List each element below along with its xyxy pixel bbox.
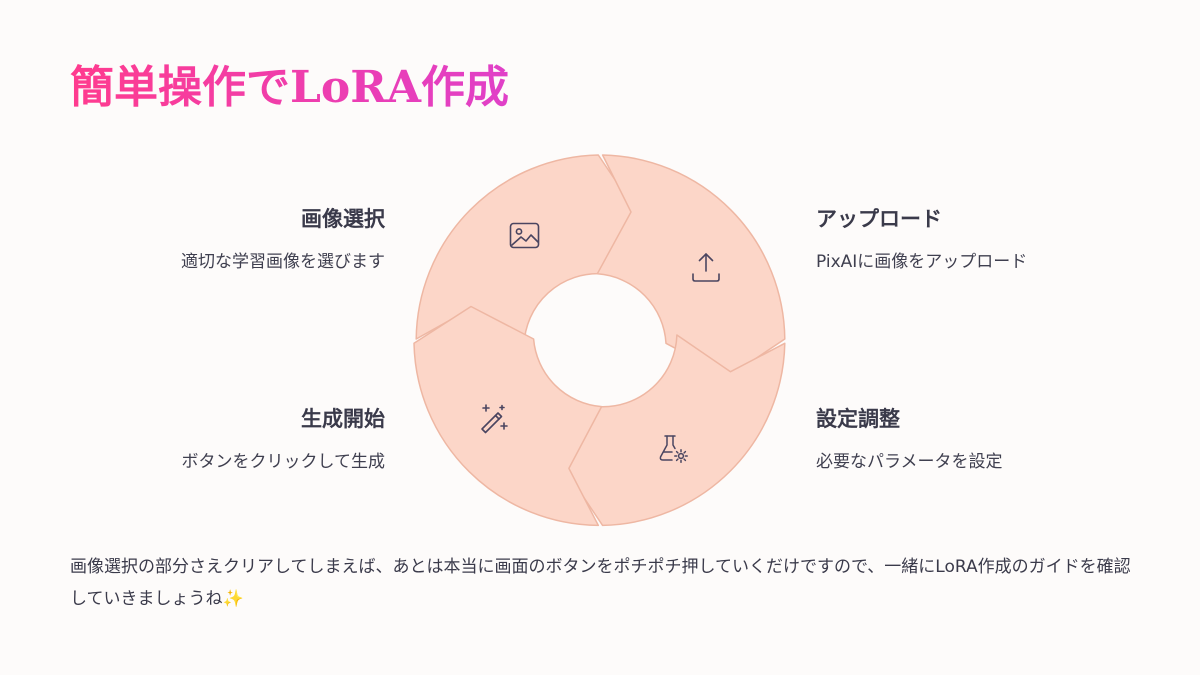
image-icon <box>509 222 540 249</box>
segment-settings <box>564 334 786 527</box>
step-generate: 生成開始 ボタンをクリックして生成 <box>25 404 386 476</box>
step-heading: 設定調整 <box>816 407 900 431</box>
step-heading: アップロード <box>816 207 942 231</box>
step-description: 適切な学習画像を選びます <box>181 252 385 272</box>
body-paragraph: 画像選択の部分さえクリアしてしまえば、あとは本当に画面のボタンをポチポチ押してい… <box>70 557 1131 609</box>
step-image-select: 画像選択 適切な学習画像を選びます <box>25 204 385 276</box>
magic-wand-icon <box>481 404 508 434</box>
upload-icon <box>692 253 720 282</box>
step-description: 必要なパラメータを設定 <box>816 452 1003 472</box>
step-heading: 画像選択 <box>301 207 385 231</box>
segment-image-select <box>415 154 637 347</box>
step-upload: アップロード PixAIに画像をアップロード <box>816 204 1176 276</box>
cycle-ring <box>413 154 786 527</box>
segment-upload <box>596 154 786 378</box>
step-heading: 生成開始 <box>301 407 385 431</box>
flask-gear-icon <box>659 435 688 463</box>
step-settings: 設定調整 必要なパラメータを設定 <box>816 404 1176 476</box>
step-description: ボタンをクリックして生成 <box>181 452 386 472</box>
step-description: PixAIに画像をアップロード <box>816 252 1028 272</box>
segment-generate <box>413 305 603 527</box>
page-title: 簡単操作でLoRA作成 <box>70 58 509 118</box>
